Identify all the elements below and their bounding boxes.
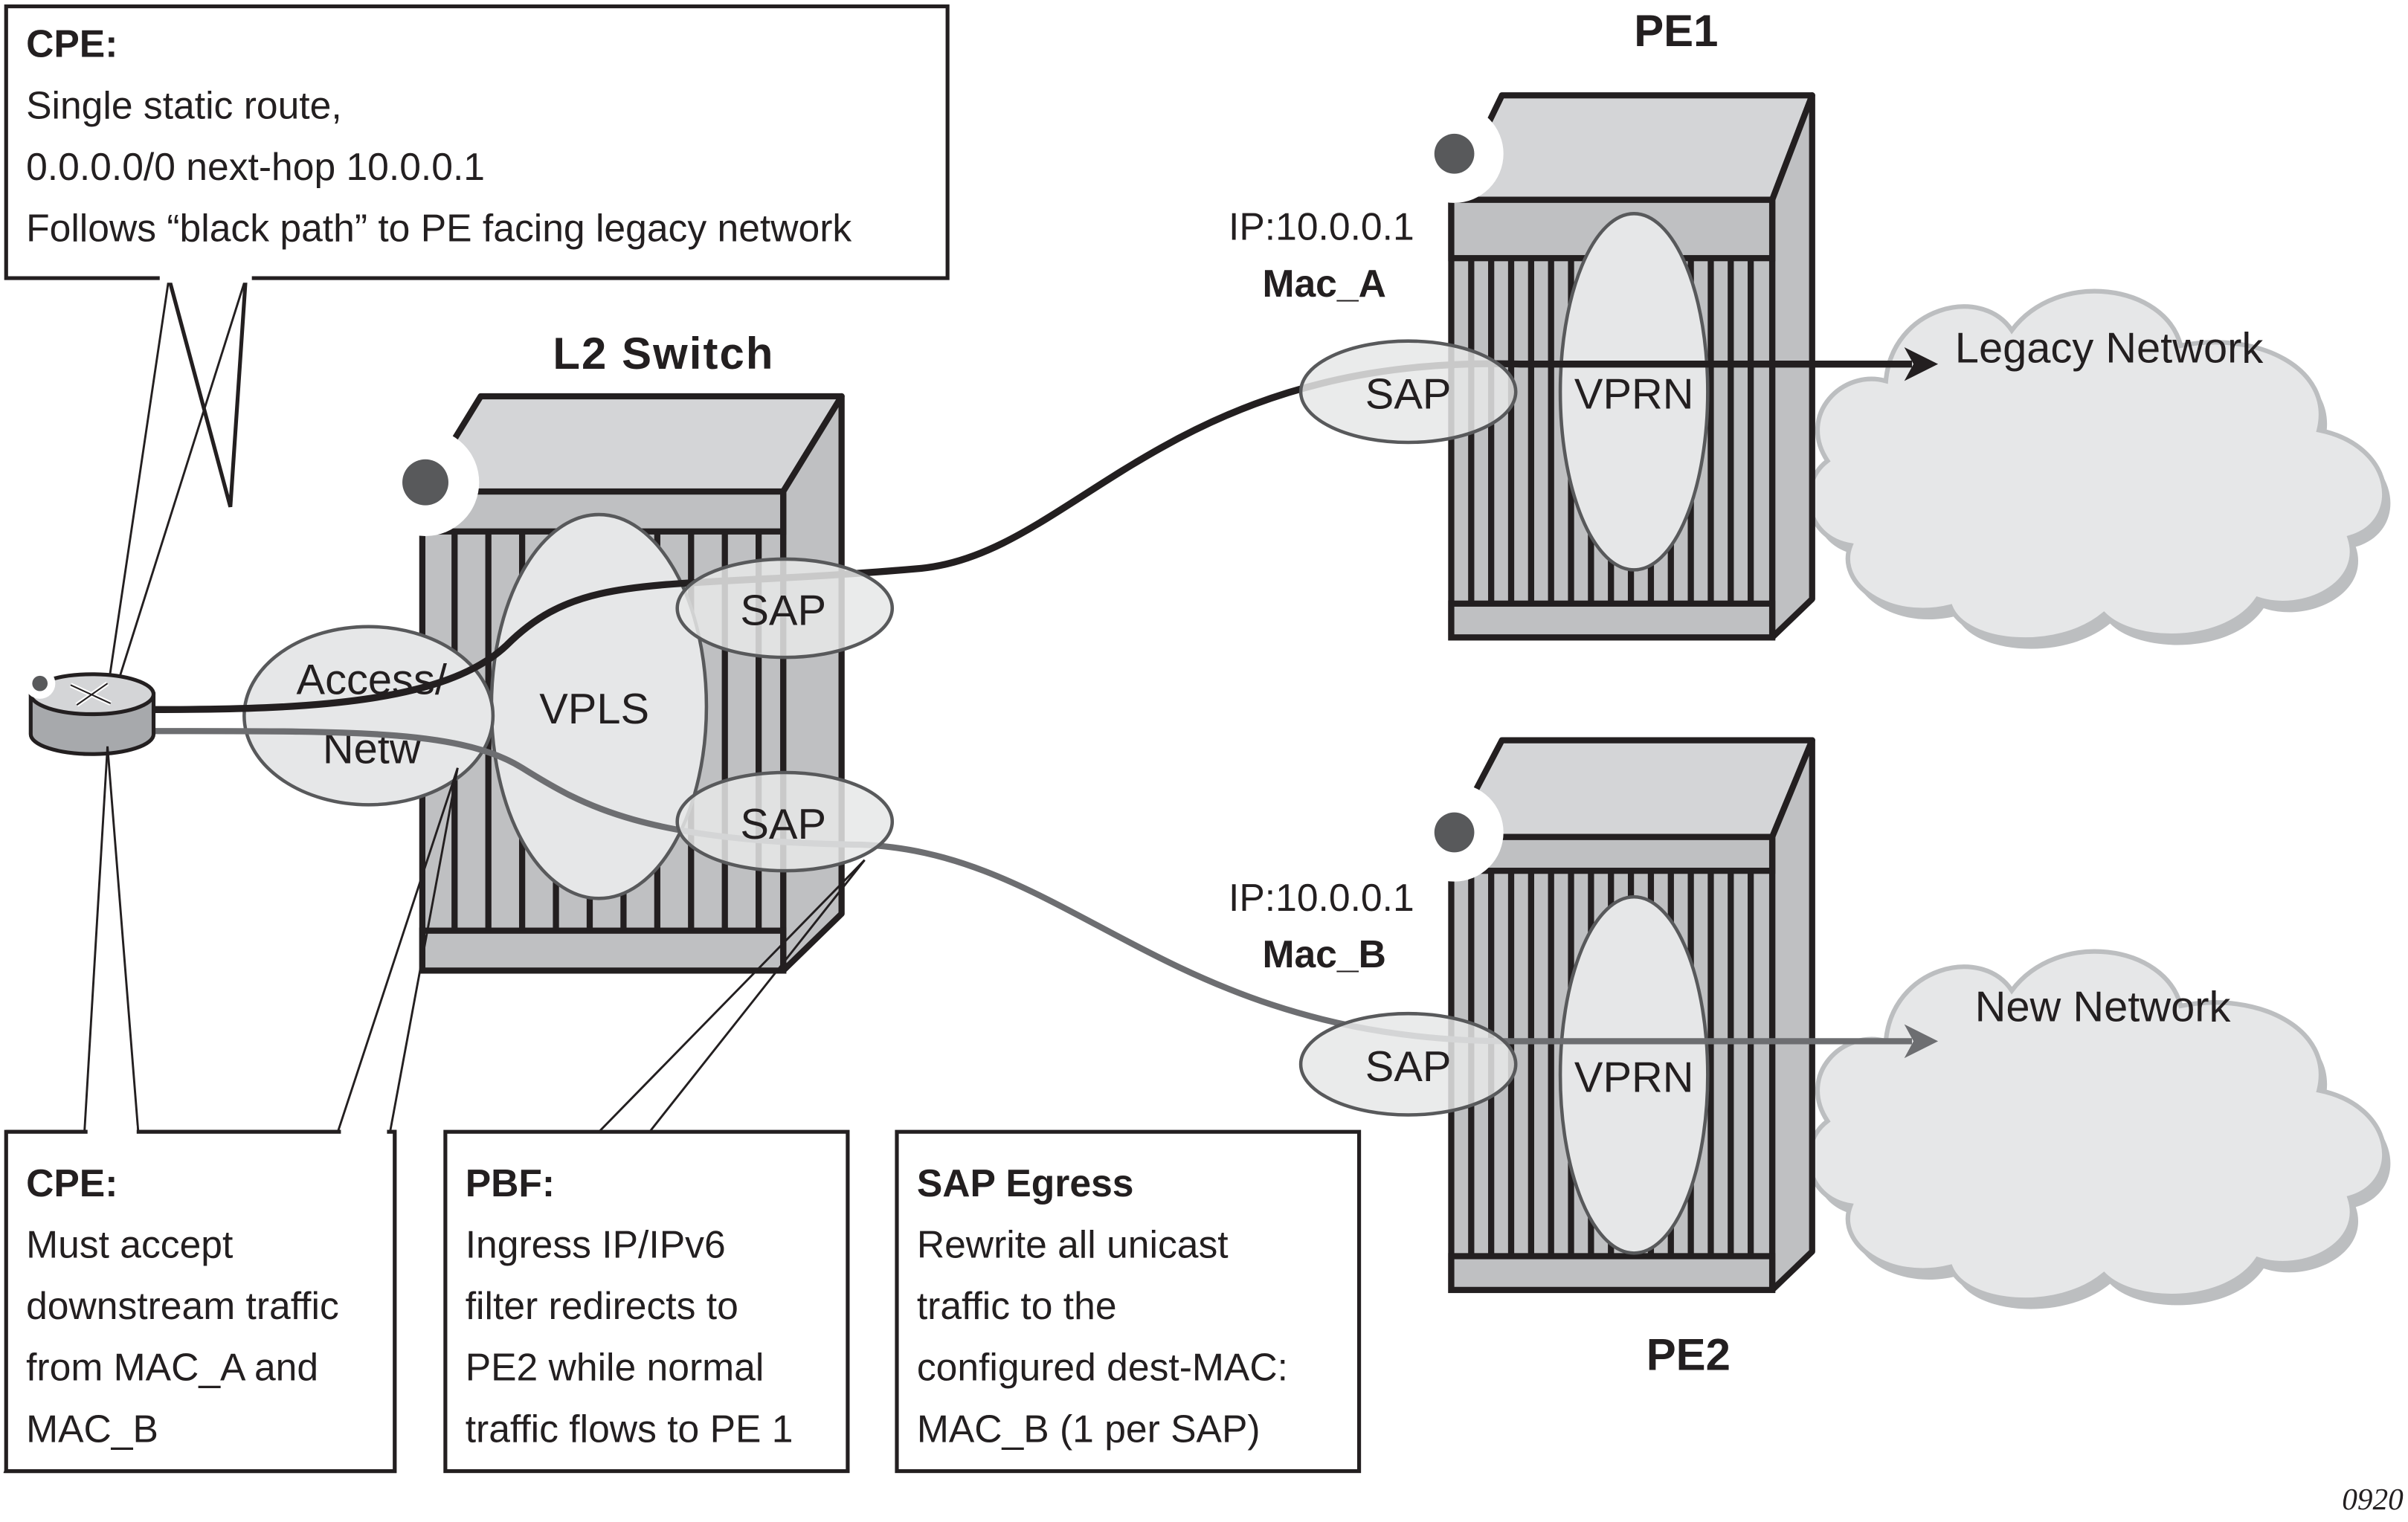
status-led-icon [1434, 133, 1475, 174]
access-netw-port [242, 625, 495, 807]
pe2-mac: Mac_B [1262, 932, 1385, 976]
new-network-cloud [1806, 949, 2391, 1309]
status-led-icon [32, 675, 48, 691]
l2-switch-label: L2 Switch [553, 329, 774, 378]
l2-sap-bottom-label: SAP [740, 801, 826, 848]
pe1-device: PE1 VPRN IP:10.0.0.1 Mac_A [1229, 6, 1815, 641]
cpe-bottom-line-2: downstream traffic [26, 1284, 339, 1327]
pbf-title: PBF: [466, 1161, 555, 1205]
pe1-sap [1298, 339, 1518, 445]
pe2-label: PE2 [1646, 1329, 1731, 1379]
l2-sap-top [675, 557, 895, 660]
pe2-sap-label: SAP [1365, 1043, 1452, 1091]
pe1-ip: IP:10.0.0.1 [1229, 204, 1414, 248]
pe2-ip: IP:10.0.0.1 [1229, 876, 1414, 919]
pe1-vprn-label: VPRN [1574, 371, 1694, 419]
callout-line [336, 767, 459, 1132]
sap-egress-line-2: traffic to the [917, 1284, 1117, 1327]
vpls-label: VPLS [539, 686, 649, 733]
status-led-icon [402, 459, 448, 506]
pe1-vprn [1558, 212, 1710, 572]
cpe-bottom-line-1: Must accept [26, 1223, 233, 1266]
cpe-bottom-callout: CPE: Must accept downstream traffic from… [3, 1125, 397, 1474]
pbf-line-2: filter redirects to [466, 1284, 738, 1327]
arrowhead-icon [1904, 1024, 1939, 1059]
callout-line [106, 746, 140, 1132]
legacy-network-label: Legacy Network [1955, 325, 2264, 373]
pe1-sap-label: SAP [1365, 371, 1452, 419]
pe1-label: PE1 [1634, 6, 1718, 56]
callout-line [648, 859, 866, 1133]
cpe-top-title: CPE: [26, 22, 117, 65]
cpe-router [25, 668, 156, 756]
callout-line [106, 277, 170, 691]
cpe-bottom-line-3: from MAC_A and [26, 1346, 318, 1389]
pbf-line-1: Ingress IP/IPv6 [466, 1223, 726, 1266]
pbf-callout: PBF: Ingress IP/IPv6 filter redirects to… [341, 1125, 850, 1474]
pe1-mac: Mac_A [1262, 262, 1385, 305]
pbf-line-4: traffic flows to PE 1 [466, 1407, 793, 1450]
arrowhead-icon [1904, 346, 1939, 381]
sap-egress-title: SAP Egress [917, 1161, 1134, 1205]
cpe-top-line-2: 0.0.0.0/0 next-hop 10.0.0.1 [26, 145, 485, 188]
cpe-top-line-1: Single static route, [26, 83, 342, 126]
pe2-vprn [1558, 894, 1710, 1255]
callout-line [114, 277, 247, 691]
pe2-sap [1298, 1011, 1518, 1117]
pbf-line-3: PE2 while normal [466, 1346, 764, 1389]
status-led-icon [1434, 812, 1475, 853]
sap-egress-line-3: configured dest-MAC: [917, 1346, 1288, 1389]
callout-line [598, 859, 866, 1133]
sap-egress-callout: SAP Egress Rewrite all unicast traffic t… [895, 1129, 1362, 1474]
cpe-top-line-3: Follows “black path” to PE facing legacy… [26, 206, 852, 249]
l2-sap-top-label: SAP [740, 587, 826, 635]
figure-id: 0920 [2342, 1482, 2404, 1516]
l2-sap-bottom [675, 770, 895, 873]
cpe-top-callout: CPE: Single static route, 0.0.0.0/0 next… [4, 4, 950, 691]
pe2-vprn-label: VPRN [1574, 1054, 1694, 1102]
sap-egress-line-4: MAC_B (1 per SAP) [917, 1407, 1261, 1450]
cpe-bottom-title: CPE: [26, 1161, 117, 1205]
cpe-bottom-line-4: MAC_B [26, 1407, 158, 1450]
new-network-label: New Network [1975, 984, 2231, 1031]
callout-line [83, 746, 109, 1132]
legacy-network-cloud: Legacy Network [1806, 288, 2391, 649]
callout-line [389, 767, 459, 1132]
sap-egress-line-1: Rewrite all unicast [917, 1223, 1229, 1266]
